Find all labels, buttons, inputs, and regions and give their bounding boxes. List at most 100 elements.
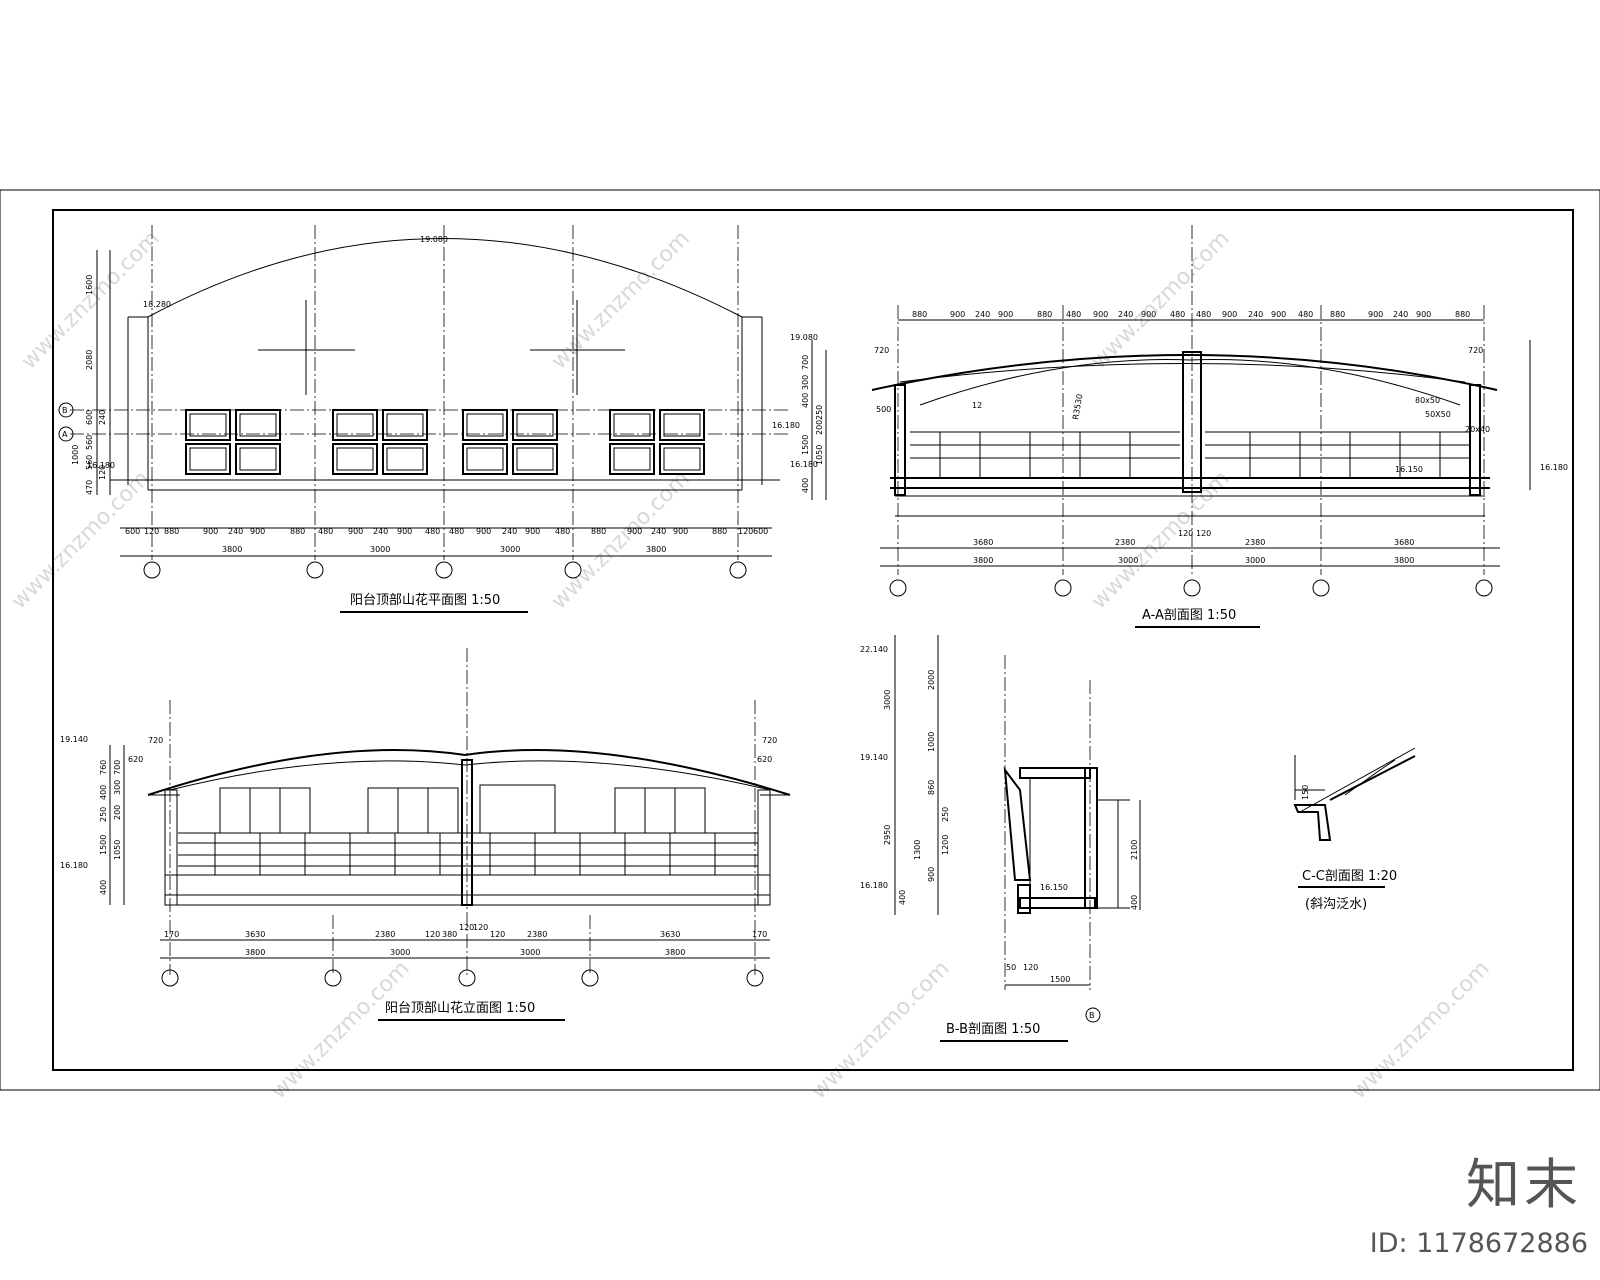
aa-dims-mid: 3680 2380 120 120 2380 3680 [973,529,1414,547]
dim-label: 240 [975,310,990,319]
dim-label: 120 [473,923,488,932]
section-aa-view: R3530 80x50 50X50 20x40 12 880 900 240 9… [790,225,1568,628]
dim-label: 880 [1455,310,1470,319]
plan-title: 阳台顶部山花平面图 1:50 [350,592,500,608]
elev-railing [178,832,758,875]
dim-label: 2080 [85,350,94,370]
dim-label: 880 [712,527,727,536]
cc-subtitle: (斜沟泛水) [1305,897,1367,912]
dim-label: 240 [98,410,107,425]
dim-label: 3630 [660,930,680,939]
aa-level-bottom: 16.180 [790,460,818,469]
dim-label: 480 [318,527,333,536]
dim-label: 400 [1130,895,1139,910]
brand-logo: 知末 [1466,1153,1582,1216]
dim-label: 900 [927,867,936,882]
dim-label: 3000 [370,545,390,554]
watermark-8: www.znzmo.com [807,956,955,1104]
dim-label: 2380 [527,930,547,939]
dim-label: 900 [348,527,363,536]
watermark-9: www.znzmo.com [1347,956,1495,1104]
aa-level-right: 16.180 [1540,463,1568,472]
elev-axis-bubbles [161,969,764,987]
dim-label: 880 [164,527,179,536]
dim-label: 380 [442,930,457,939]
watermark-4: www.znzmo.com [7,466,155,614]
dim-label: 2380 [1115,538,1135,547]
dim-label: 3680 [973,538,993,547]
dim-label: 3000 [500,545,520,554]
dim-label: 900 [673,527,688,536]
dim-label: 860 [927,780,936,795]
dim-label: 3000 [1245,556,1265,565]
dim-label: 2000 [927,670,936,690]
bb-level-mid: 19.140 [860,753,888,762]
dim-label: 170 [164,930,179,939]
dim-label: 480 [1298,310,1313,319]
aa-title: A-A剖面图 1:50 [1142,608,1236,623]
dim-label: 200 [113,805,122,820]
dim-label: 480 [1196,310,1211,319]
dim-label: 200 [815,420,824,435]
elevation-title: 阳台顶部山花立面图 1:50 [385,1000,535,1016]
dim-label: 900 [1141,310,1156,319]
elev-roof-right [464,749,791,796]
dim-label: 1600 [85,275,94,295]
dim-label: 900 [250,527,265,536]
dim-label: 400 [801,478,810,493]
dim-label: 120 [738,527,753,536]
dim-label: 400 [801,393,810,408]
dim-label: 600 [753,527,768,536]
dim-label: 880 [1330,310,1345,319]
plan-level-top: 19.080 [420,235,448,244]
dim-label: 620 [757,755,772,764]
dim-label: 880 [591,527,606,536]
dim-label: 560 [85,435,94,450]
dim-label: 600 [125,527,140,536]
dim-label: 900 [998,310,1013,319]
aa-railing [910,431,1470,478]
dim-label: 900 [1222,310,1237,319]
plan-view: 1600 2080 600 560 240 1000 560 120 470 B… [58,225,800,613]
dim-label: 120 [425,930,440,939]
dim-label: 3680 [1394,538,1414,547]
dim-label: 400 [99,880,108,895]
dim-label: 880 [290,527,305,536]
dim-label: 760 [99,760,108,775]
dim-label: 1300 [913,840,922,860]
dim-label: 600 [85,410,94,425]
dim-label: 120 [459,923,474,932]
dim-label: 620 [128,755,143,764]
dim-label: 12 [972,401,982,410]
section-cc-view: 150 C-C剖面图 1:20 (斜沟泛水) [1293,747,1416,912]
dim-label: 2950 [883,825,892,845]
dim-label: 500 [876,405,891,414]
dim-label: 700 [801,355,810,370]
dim-label: 1200 [941,835,950,855]
aa-roof-arc [871,354,1498,391]
dim-label: 240 [651,527,666,536]
image-id-label: ID: 1178672886 [1369,1228,1588,1259]
dim-label: R3530 [1071,393,1084,420]
elev-roof-left [147,749,466,796]
outer-frame [0,189,1600,1091]
dim-label: 170 [752,930,767,939]
bb-level-floor: 16.150 [1040,883,1068,892]
dim-label: 80x50 [1415,396,1440,405]
dim-label: B [62,406,68,415]
dim-label: 720 [874,346,889,355]
dim-label: 240 [1248,310,1263,319]
plan-level-right: 16.180 [772,421,800,430]
aa-axis-bubbles [889,579,1493,597]
dim-label: 3630 [245,930,265,939]
dim-label: 3800 [973,556,993,565]
dim-label: 880 [1037,310,1052,319]
dim-label: 480 [1066,310,1081,319]
dim-label: 3000 [883,690,892,710]
dim-label: 300 [113,780,122,795]
dim-label: 900 [627,527,642,536]
dim-label: 1500 [801,435,810,455]
watermark-5: www.znzmo.com [547,466,695,614]
dim-label: 240 [1118,310,1133,319]
dim-label: 3800 [245,948,265,957]
